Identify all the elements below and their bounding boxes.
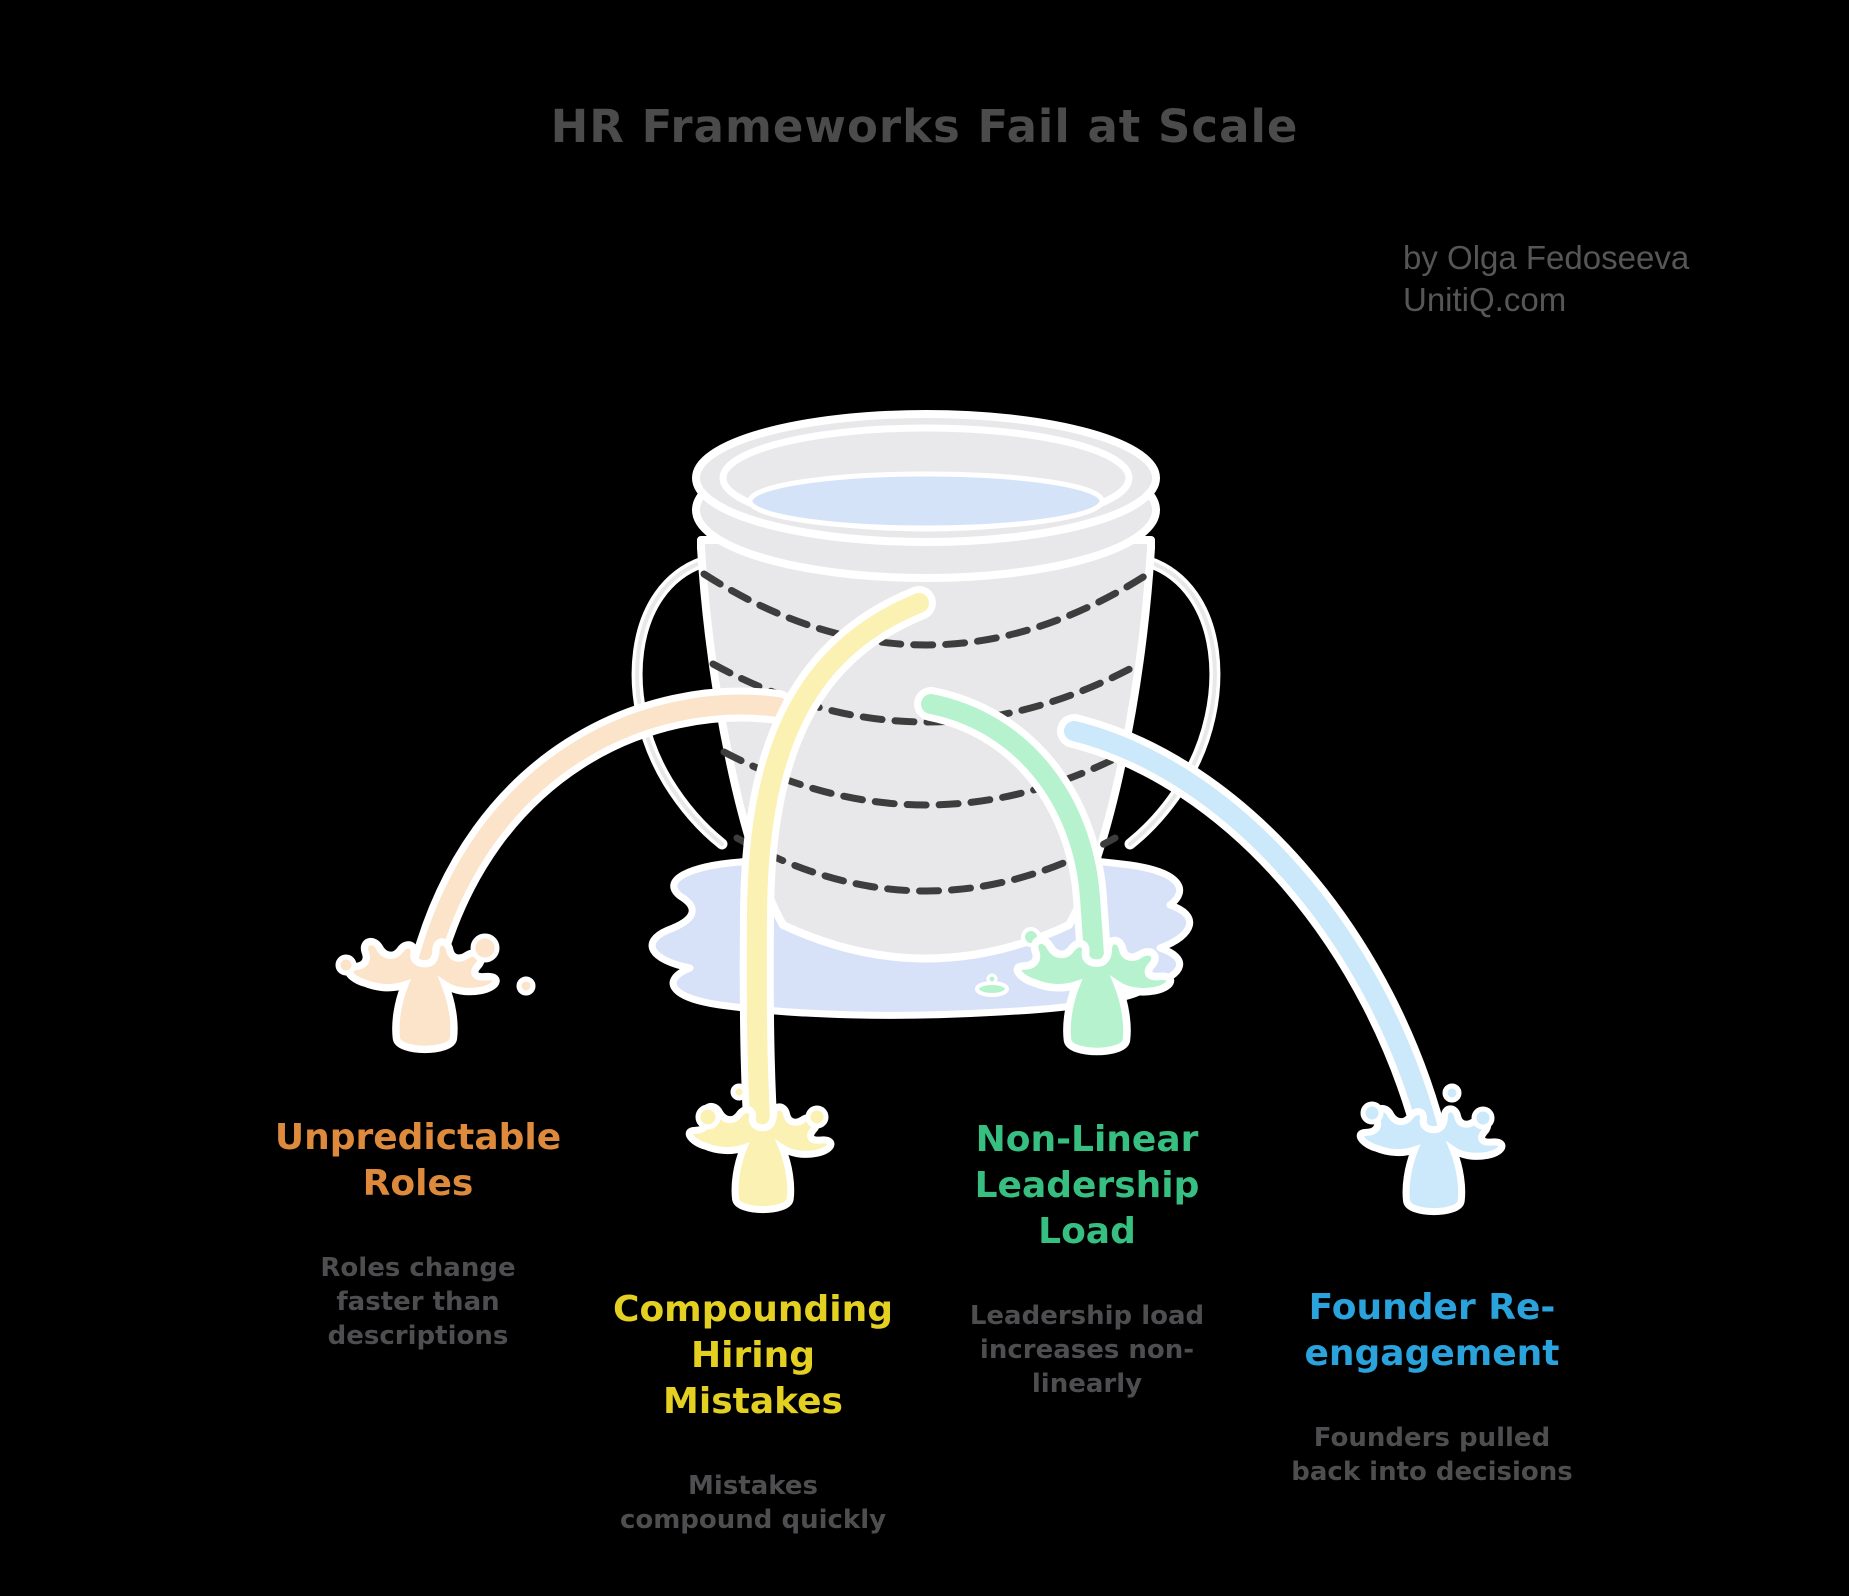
bucket-handle-right — [1124, 556, 1221, 850]
droplet — [805, 1105, 829, 1129]
leak-description: Mistakes compound quickly — [619, 1471, 887, 1536]
leak-label-compounding-hiring-mistakes: Compounding Hiring Mistakes Mistakes com… — [613, 1268, 893, 1557]
droplet — [695, 1104, 721, 1130]
capacity-line-3 — [720, 748, 1132, 809]
leak-description: Leadership load increases non- linearly — [969, 1301, 1205, 1399]
leak-stream-compounding-hiring-mistakes — [739, 586, 936, 1167]
byline-site: UnitiQ.com — [1403, 281, 1567, 319]
droplet — [730, 1083, 748, 1101]
leak-label-non-linear-leadership-load: Non-Linear Leadership Load Leadership lo… — [970, 1098, 1204, 1421]
leak-label-unpredictable-roles: Unpredictable Roles Roles change faster … — [275, 1096, 561, 1373]
leak-stream-non-linear-leadership-load — [914, 687, 1113, 1001]
leak-label-founder-re-engagement: Founder Re- engagement Founders pulled b… — [1291, 1266, 1572, 1509]
bucket-body — [697, 536, 1155, 963]
droplet — [1471, 1106, 1495, 1130]
page-title: HR Frameworks Fail at Scale — [550, 100, 1299, 153]
bucket-handle-left — [631, 556, 728, 850]
leak-heading: Founder Re- engagement — [1304, 1287, 1560, 1375]
capacity-line-1 — [700, 570, 1152, 649]
droplet — [1442, 1083, 1462, 1103]
droplet — [335, 954, 357, 976]
leak-description: Roles change faster than descriptions — [320, 1253, 516, 1351]
leak-heading: Non-Linear Leadership Load — [974, 1119, 1200, 1253]
capacity-line-4 — [733, 834, 1119, 895]
splash-compounding-hiring-mistakes — [689, 1083, 831, 1210]
water-surface — [747, 471, 1105, 531]
leak-stream-founder-re-engagement — [1057, 714, 1450, 1165]
splash-founder-re-engagement — [1360, 1083, 1502, 1212]
leak-heading: Compounding Hiring Mistakes — [613, 1289, 893, 1423]
droplet — [470, 933, 500, 963]
byline: by Olga Fedoseeva UnitiQ.com — [1403, 237, 1689, 321]
splash-unpredictable-roles — [335, 933, 536, 1049]
leak-description: Founders pulled back into decisions — [1291, 1423, 1573, 1487]
byline-author: by Olga Fedoseeva — [1403, 239, 1690, 276]
mini-green-splat — [975, 973, 1009, 997]
leak-stream-unpredictable-roles — [410, 687, 795, 983]
leak-heading: Unpredictable Roles — [274, 1117, 562, 1205]
droplet — [1360, 1101, 1384, 1125]
droplet — [516, 976, 536, 996]
